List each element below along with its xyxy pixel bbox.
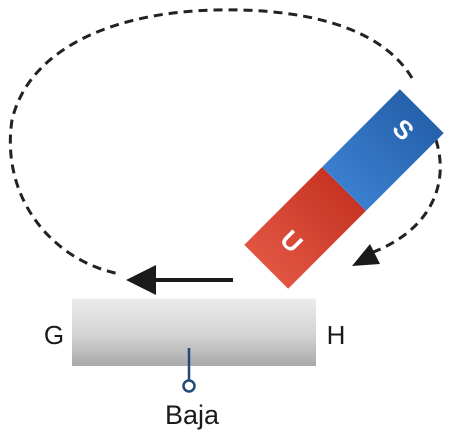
bar-magnet: U S [244,89,444,289]
bar-end-label-right: H [327,320,346,350]
pointer-dot [182,379,196,393]
bar-end-label-left: G [44,320,64,350]
magnet-south-half [322,89,444,211]
field-line-return [367,139,442,256]
field-arrowhead-icon [352,244,380,266]
metal-bar [72,298,316,366]
field-line-outer [9,8,414,276]
motion-arrow-icon [126,265,233,295]
bar-caption: Baja [165,400,220,430]
magnet-north-half [244,167,366,289]
